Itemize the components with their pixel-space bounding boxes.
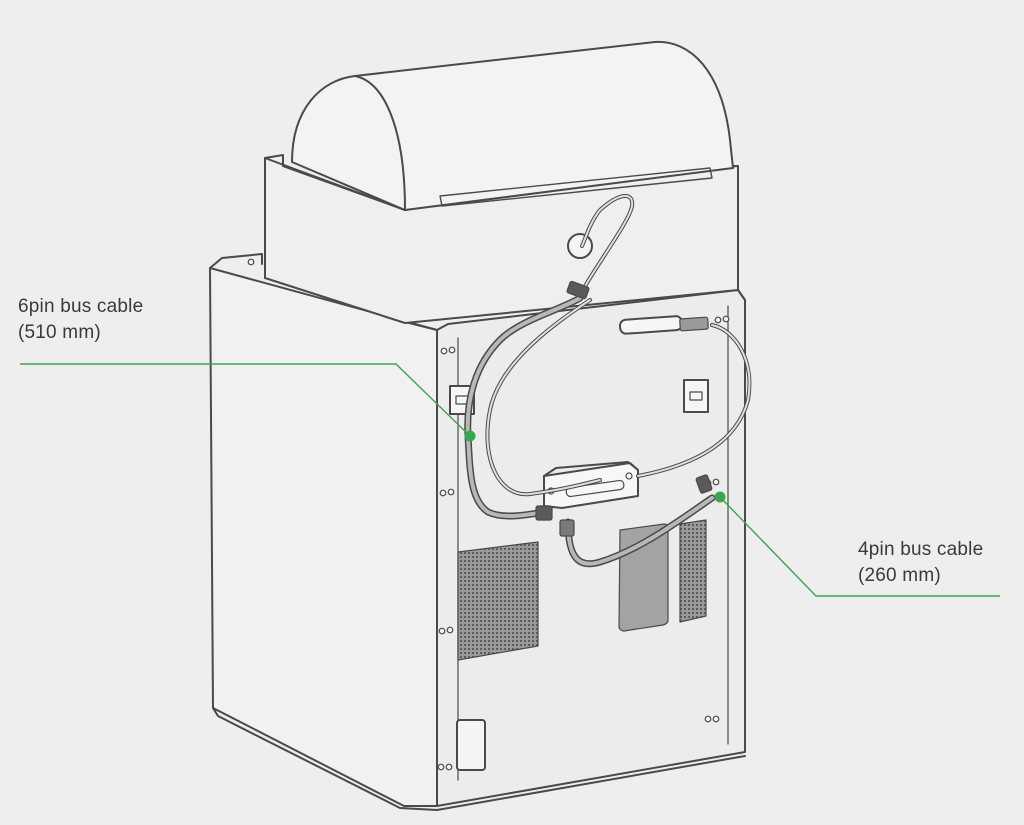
right-plug (695, 474, 713, 494)
hub-screw-right (625, 472, 633, 480)
domed-lid-ridge (354, 75, 406, 211)
hub-bottom-plug (559, 519, 575, 537)
six-pin-cable-label: 6pin bus cable (510 mm) (18, 294, 143, 346)
right-port-block (683, 379, 709, 413)
four-pin-cable-label: 4pin bus cable (260 mm) (858, 537, 983, 589)
top-plug (566, 280, 590, 300)
top-connector-slot (618, 315, 684, 335)
leader-lines (20, 363, 1000, 597)
left-plug (535, 505, 553, 521)
cabinet-side-panel (209, 267, 438, 807)
four-pin-leader-line (719, 496, 1000, 597)
cabinet-bottom-edge (212, 707, 746, 811)
right-port-slot (689, 391, 703, 401)
bottom-service-panel (456, 719, 486, 771)
lid-hinge-strip (439, 167, 713, 207)
four-pin-leader-dot (714, 491, 726, 503)
hub-box-top (543, 461, 639, 477)
six-pin-leader-dot (464, 430, 476, 442)
six-pin-leader-line (20, 363, 471, 437)
left-vent (457, 541, 539, 661)
four-pin-cable-length: (260 mm) (858, 565, 941, 586)
six-pin-cable-name: 6pin bus cable (18, 296, 144, 317)
hub-connector (565, 479, 625, 498)
four-pin-cable-name: 4pin bus cable (858, 539, 984, 560)
top-right-plug (679, 316, 709, 332)
six-pin-cable-length: (510 mm) (18, 322, 101, 343)
right-vent (679, 519, 707, 623)
